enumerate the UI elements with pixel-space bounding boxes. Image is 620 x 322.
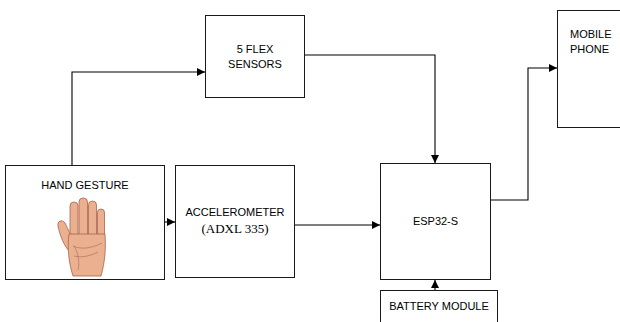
signal-arrow xyxy=(72,72,205,165)
block-box: HAND GESTURE xyxy=(5,165,165,280)
node-text: (ADXL 335) xyxy=(201,220,268,238)
palm-shape xyxy=(68,234,105,276)
signal-arrow xyxy=(305,55,435,163)
signal-arrow xyxy=(165,221,175,222)
block-box: ESP32-S xyxy=(380,163,491,280)
node-text: ESP32-S xyxy=(413,214,458,229)
signal-arrow xyxy=(434,280,435,290)
node-text: 5 FLEX SENSORS xyxy=(211,42,299,72)
block-box: ACCELEROMETER(ADXL 335) xyxy=(175,165,295,278)
node-text: ACCELEROMETER xyxy=(185,205,284,220)
palm-crease xyxy=(74,246,79,270)
node-text: BATTERY MODULE xyxy=(389,299,489,314)
palm-crease xyxy=(73,243,102,248)
signal-arrow xyxy=(491,68,557,200)
node-text: MOBILE PHONE xyxy=(570,27,620,57)
block-box: MOBILE PHONE xyxy=(557,10,620,128)
node-text: HAND GESTURE xyxy=(41,178,128,193)
block-box: 5 FLEX SENSORS xyxy=(205,15,305,98)
signal-arrow xyxy=(295,224,380,225)
block-box: BATTERY MODULE xyxy=(380,290,498,322)
